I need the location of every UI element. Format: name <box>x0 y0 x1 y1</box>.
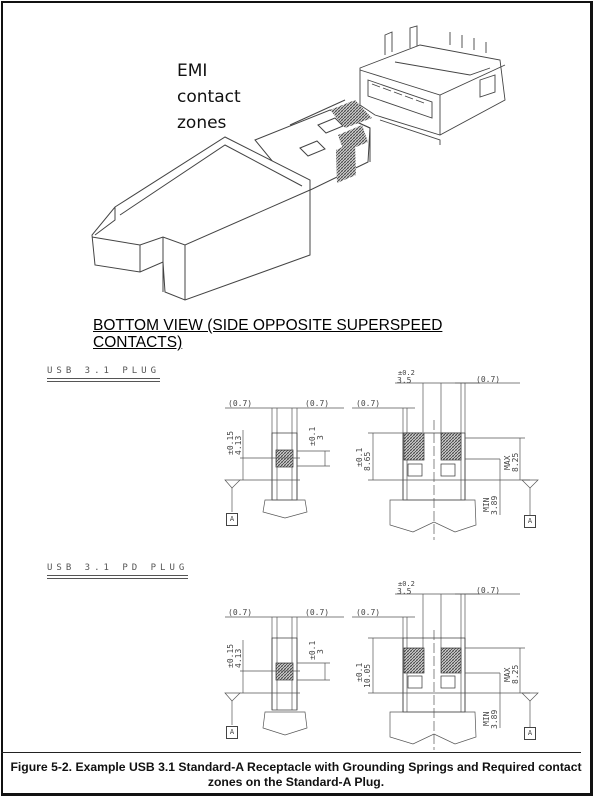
datum-a: A <box>226 513 238 526</box>
dim-height: 8.65 <box>363 451 372 471</box>
dim-pitch-tol: ±0.2 <box>398 369 415 377</box>
figure-caption: Figure 5-2. Example USB 3.1 Standard-A R… <box>10 760 582 789</box>
dim-left-clearance: (0.7) <box>356 399 381 408</box>
datum-a: A <box>524 727 536 740</box>
caption-divider <box>1 752 581 753</box>
datum-a: A <box>226 726 238 739</box>
usb-receptacle-illustration <box>359 25 506 145</box>
emi-label-line-3: zones <box>177 113 227 133</box>
dim-height: 4.13 <box>234 648 243 668</box>
dim-pitch: 3.5 <box>397 376 412 385</box>
dim-max: 8.25 <box>511 452 520 472</box>
dim-right-clearance: (0.7) <box>476 586 501 595</box>
dim-right-clearance: (0.7) <box>305 608 330 617</box>
dim-min: 3.89 <box>490 495 499 515</box>
dim-zone: 3 <box>316 649 325 654</box>
usb31-pd-plug-side-view <box>224 616 344 736</box>
section-title-usb31-plug: USB 3.1 PLUG <box>47 366 161 382</box>
dim-right-clearance: (0.7) <box>305 399 330 408</box>
usb-plug-illustration <box>91 99 372 301</box>
emi-label-line-2: contact <box>177 87 241 107</box>
emi-contact-zones-label: EMI contact zones <box>177 58 241 136</box>
dim-pitch: 3.5 <box>397 587 412 596</box>
dim-right-clearance: (0.7) <box>476 375 501 384</box>
usb31-plug-side-view <box>224 407 344 519</box>
dim-max: 8.25 <box>511 664 520 684</box>
dim-pitch-tol: ±0.2 <box>398 580 415 588</box>
dim-left-clearance: (0.7) <box>356 608 381 617</box>
usb31-plug-front-view <box>352 382 539 540</box>
dim-height: 10.05 <box>363 663 372 688</box>
section-title-usb31-pd-plug: USB 3.1 PD PLUG <box>47 563 189 579</box>
dim-left-clearance: (0.7) <box>228 399 253 408</box>
usb31-pd-plug-front-view <box>352 593 539 750</box>
dim-min: 3.89 <box>490 709 499 729</box>
datum-a: A <box>524 515 536 528</box>
dim-zone: 3 <box>316 435 325 440</box>
bottom-view-label: BOTTOM VIEW (SIDE OPPOSITE SUPERSPEED CO… <box>93 317 443 351</box>
emi-label-line-1: EMI <box>177 61 208 81</box>
dim-left-clearance: (0.7) <box>228 608 253 617</box>
dim-height: 4.13 <box>234 435 243 455</box>
